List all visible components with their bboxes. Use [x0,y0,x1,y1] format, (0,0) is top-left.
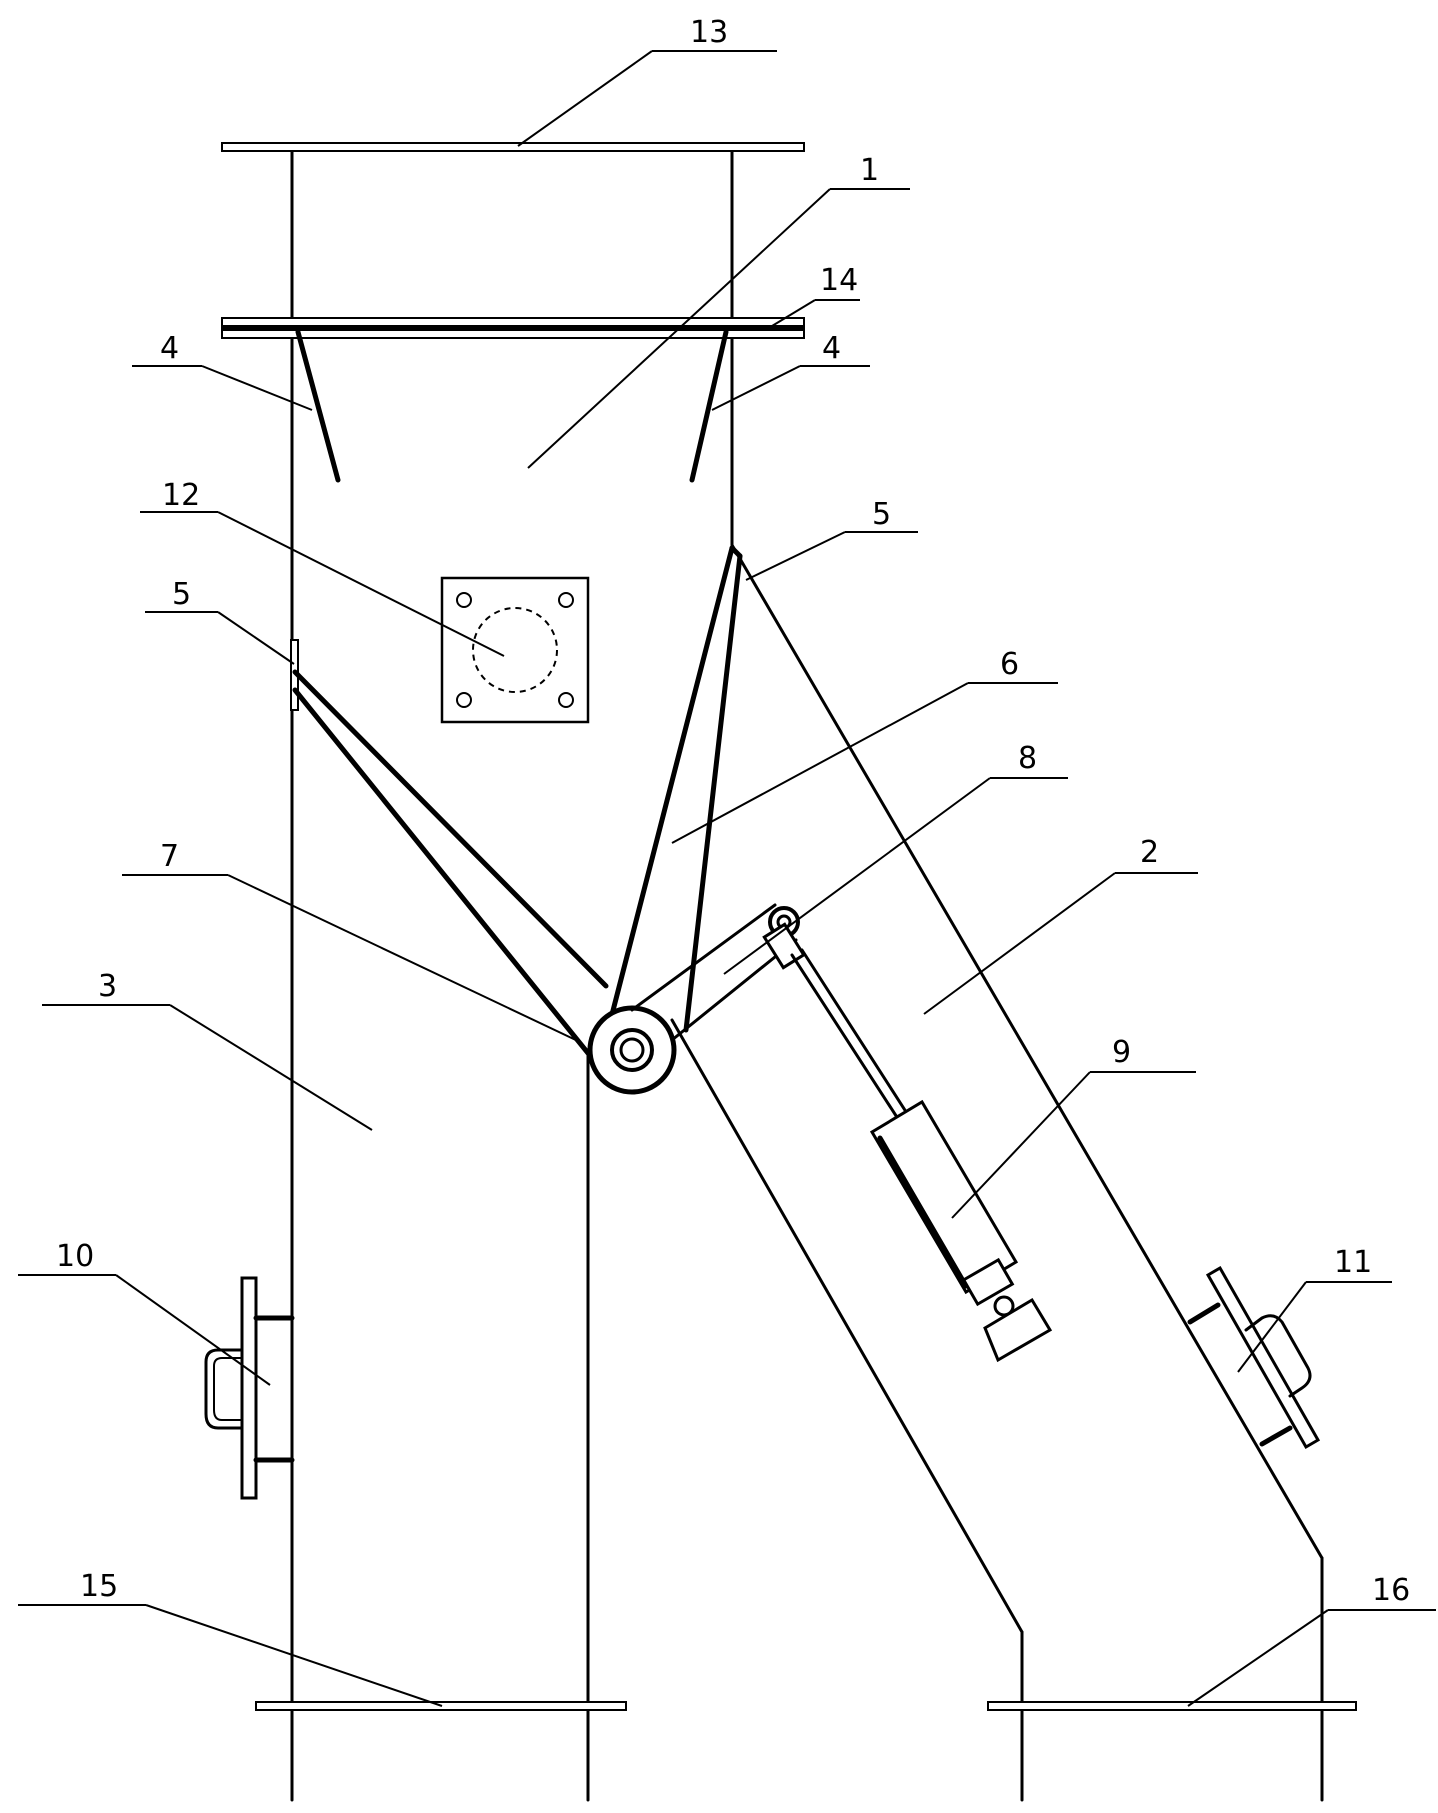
leader-lines [18,50,1436,1707]
inspection-door-left [204,1276,295,1500]
label-16: 16 [1372,1573,1410,1608]
label-14: 14 [820,263,858,298]
label-12: 12 [162,478,200,513]
intermediate-flange [221,317,805,339]
label-2: 2 [1140,835,1159,870]
label-1: 1 [860,153,879,188]
label-11: 11 [1334,1245,1372,1280]
label-10: 10 [56,1239,94,1274]
label-5-right: 5 [872,497,891,532]
label-5-left: 5 [172,577,191,612]
label-3: 3 [98,969,117,1004]
label-7: 7 [160,839,179,874]
label-4-right: 4 [822,331,841,366]
label-6: 6 [1000,647,1019,682]
callout-labels: 13 1 14 4 4 5 12 5 6 8 2 7 3 9 10 11 15 … [56,15,1410,1608]
actuator-cylinder [790,948,1053,1363]
inspection-door-right [1187,1265,1321,1450]
deflector-plates [295,329,729,483]
inclined-branch-body [670,543,1324,1802]
label-4-left: 4 [160,331,179,366]
label-15: 15 [80,1569,118,1604]
inspection-port-plate [440,576,590,724]
pivot-shaft [587,1005,677,1095]
label-13: 13 [690,15,728,50]
label-9: 9 [1112,1035,1131,1070]
vertical-chute-body [290,148,734,1802]
bottom-flange-right [987,1701,1357,1711]
diverter-flap [292,545,743,1071]
label-8: 8 [1018,741,1037,776]
top-flange [221,142,805,152]
